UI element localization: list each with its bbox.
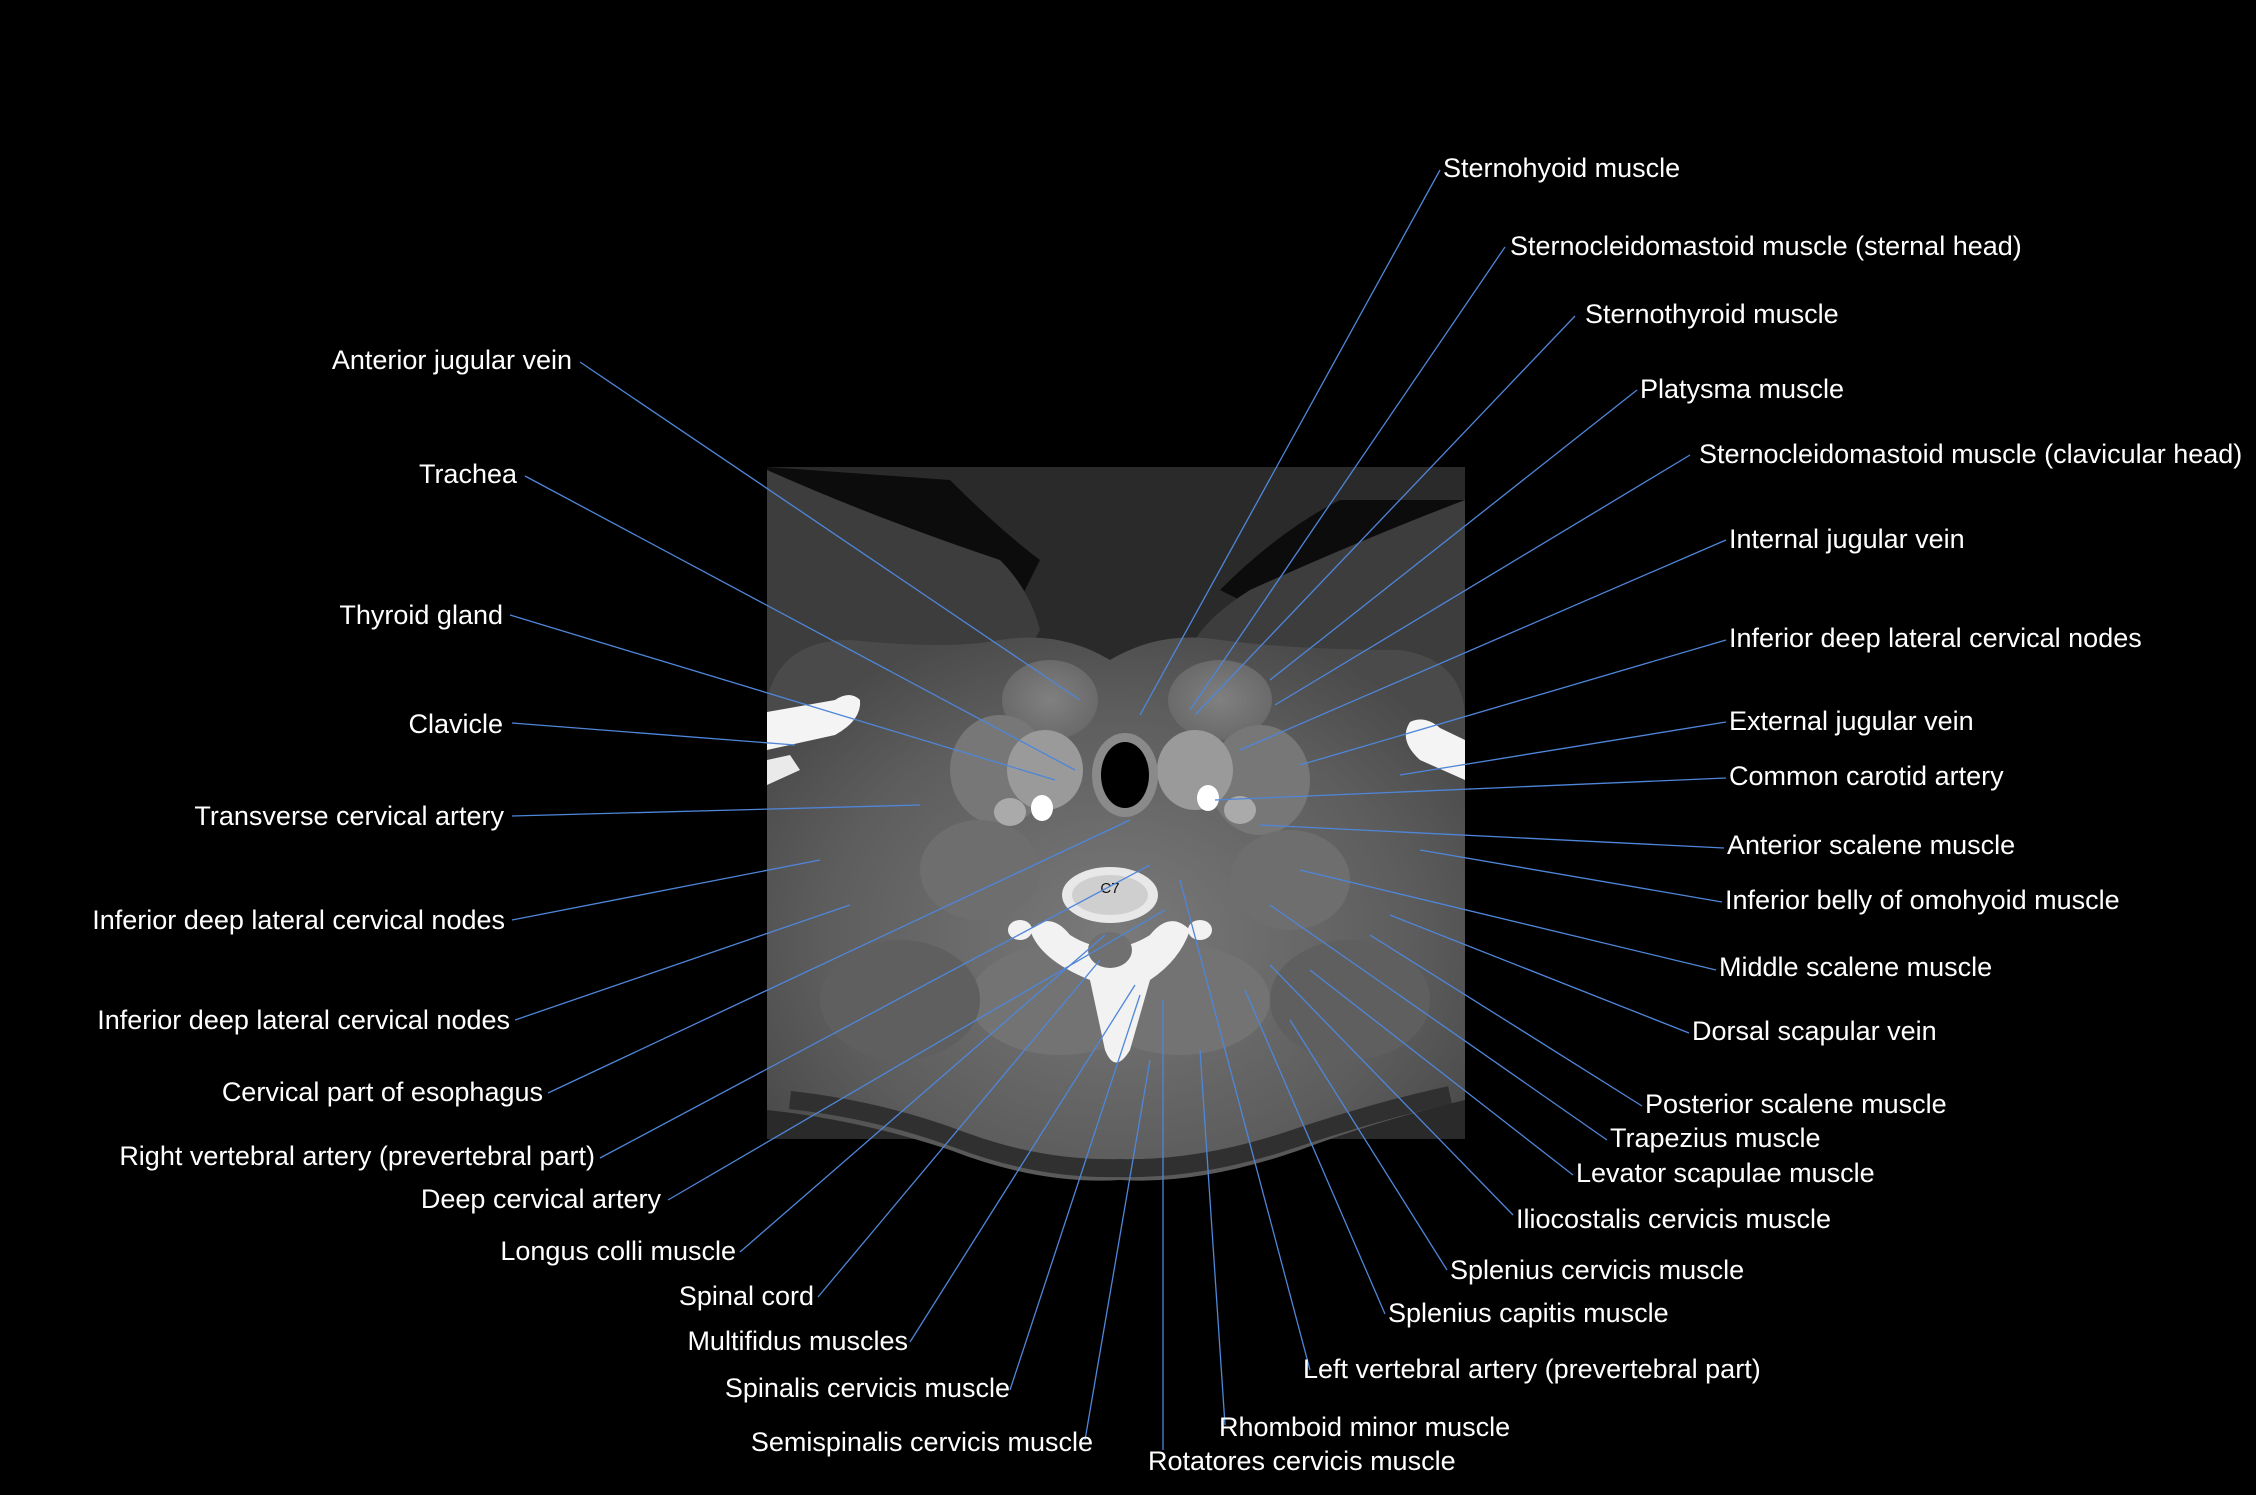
label-internal-jugular-vein: Internal jugular vein bbox=[1729, 524, 1965, 554]
leader-line bbox=[1194, 315, 1576, 716]
label-rotatores-cervicis-muscle: Rotatores cervicis muscle bbox=[1148, 1446, 1456, 1476]
label-multifidus-muscles: Multifidus muscles bbox=[687, 1326, 908, 1356]
left-clavicle bbox=[1405, 719, 1465, 780]
label-deep-cervical-artery: Deep cervical artery bbox=[420, 1184, 661, 1214]
label-trapezius-muscle: Trapezius muscle bbox=[1610, 1123, 1821, 1153]
right-carotid bbox=[1031, 795, 1053, 821]
leader-line bbox=[1274, 454, 1691, 706]
leader-line bbox=[1139, 169, 1441, 716]
label-sternothyroid-muscle: Sternothyroid muscle bbox=[1585, 299, 1839, 329]
label-transverse-cervical-artery: Transverse cervical artery bbox=[194, 801, 504, 831]
leader-line bbox=[1419, 849, 1723, 903]
leader-line bbox=[909, 984, 1136, 1343]
leader-line bbox=[1244, 989, 1386, 1315]
c7-posterior-arch bbox=[1030, 921, 1190, 1063]
leader-line bbox=[739, 934, 1106, 1253]
label-splenius-capitis-muscle: Splenius capitis muscle bbox=[1388, 1298, 1669, 1328]
label-splenius-cervicis-muscle: Splenius cervicis muscle bbox=[1450, 1255, 1745, 1285]
label-anterior-scalene-muscle: Anterior scalene muscle bbox=[1727, 830, 2016, 860]
label-posterior-scalene-muscle: Posterior scalene muscle bbox=[1645, 1089, 1947, 1119]
leader-line bbox=[599, 864, 1151, 1159]
label-iliocostalis-cervicis-muscle: Iliocostalis cervicis muscle bbox=[1516, 1204, 1832, 1234]
label-inferior-deep-lateral-cervical-nodes-2: Inferior deep lateral cervical nodes bbox=[97, 1005, 510, 1035]
leader-lines bbox=[509, 169, 1727, 1450]
label-common-carotid-artery: Common carotid artery bbox=[1729, 761, 2004, 791]
leader-line bbox=[579, 361, 1081, 701]
label-clavicle: Clavicle bbox=[408, 709, 503, 739]
label-external-jugular-vein: External jugular vein bbox=[1729, 706, 1974, 736]
leader-line bbox=[1269, 389, 1638, 681]
label-trachea: Trachea bbox=[418, 459, 517, 489]
label-rhomboid-minor-muscle: Rhomboid minor muscle bbox=[1219, 1412, 1511, 1442]
leader-line bbox=[1214, 777, 1727, 801]
label-levator-scapulae-muscle: Levator scapulae muscle bbox=[1576, 1158, 1875, 1188]
label-right-vertebral-artery: Right vertebral artery (prevertebral par… bbox=[119, 1141, 595, 1171]
leader-line bbox=[1269, 964, 1514, 1216]
spinal-canal bbox=[1088, 932, 1132, 968]
leader-line bbox=[511, 722, 796, 746]
leader-line bbox=[1299, 869, 1717, 971]
label-left-vertebral-artery: Left vertebral artery (prevertebral part… bbox=[1303, 1354, 1761, 1384]
leader-line bbox=[511, 859, 821, 921]
leader-line bbox=[511, 804, 921, 817]
label-scm-sternal-head: Sternocleidomastoid muscle (sternal head… bbox=[1510, 231, 2022, 261]
right-scm bbox=[1002, 660, 1098, 740]
leader-line bbox=[1199, 1049, 1226, 1426]
label-longus-colli-muscle: Longus colli muscle bbox=[500, 1236, 736, 1266]
label-scm-clavicular-head: Sternocleidomastoid muscle (clavicular h… bbox=[1699, 439, 2243, 469]
label-spinal-cord: Spinal cord bbox=[678, 1281, 814, 1311]
leader-line bbox=[1369, 934, 1643, 1107]
leader-line bbox=[1239, 539, 1727, 751]
leader-line bbox=[514, 904, 851, 1021]
leader-line bbox=[1389, 914, 1690, 1034]
thyroid-right-lobe bbox=[1007, 730, 1083, 810]
label-spinalis-cervicis-muscle: Spinalis cervicis muscle bbox=[724, 1373, 1010, 1403]
left-carotid bbox=[1197, 785, 1219, 811]
leader-line bbox=[1259, 824, 1725, 849]
leader-line bbox=[547, 819, 1131, 1094]
label-middle-scalene-muscle: Middle scalene muscle bbox=[1719, 952, 1993, 982]
leader-line bbox=[1269, 904, 1608, 1141]
label-inferior-deep-lateral-cervical-nodes-1: Inferior deep lateral cervical nodes bbox=[92, 905, 505, 935]
leader-line bbox=[1179, 879, 1311, 1371]
label-platysma-muscle: Platysma muscle bbox=[1640, 374, 1845, 404]
label-thyroid-gland: Thyroid gland bbox=[339, 600, 503, 630]
leader-line bbox=[1084, 1059, 1151, 1441]
label-semispinalis-cervicis-muscle: Semispinalis cervicis muscle bbox=[750, 1427, 1093, 1457]
leader-line bbox=[509, 614, 1056, 781]
trachea-lumen bbox=[1101, 742, 1149, 808]
thyroid-left-lobe bbox=[1157, 730, 1233, 810]
leader-line bbox=[1399, 721, 1727, 776]
leader-line bbox=[667, 909, 1166, 1201]
leader-line bbox=[1309, 969, 1574, 1176]
leader-line bbox=[1299, 639, 1727, 766]
leader-line bbox=[817, 959, 1101, 1298]
leader-line bbox=[1009, 994, 1141, 1391]
label-inferior-belly-omohyoid: Inferior belly of omohyoid muscle bbox=[1725, 885, 2120, 915]
label-anterior-jugular-vein: Anterior jugular vein bbox=[331, 345, 572, 375]
leader-line bbox=[1289, 1019, 1448, 1271]
right-clavicle bbox=[767, 695, 861, 750]
leader-line bbox=[524, 475, 1076, 771]
label-cervical-part-of-esophagus: Cervical part of esophagus bbox=[221, 1077, 543, 1107]
label-inferior-deep-lateral-cervical-nodes-3: Inferior deep lateral cervical nodes bbox=[1729, 623, 2142, 653]
label-sternohyoid-muscle: Sternohyoid muscle bbox=[1443, 153, 1681, 183]
leader-line bbox=[1189, 246, 1506, 711]
label-dorsal-scapular-vein: Dorsal scapular vein bbox=[1692, 1016, 1937, 1046]
